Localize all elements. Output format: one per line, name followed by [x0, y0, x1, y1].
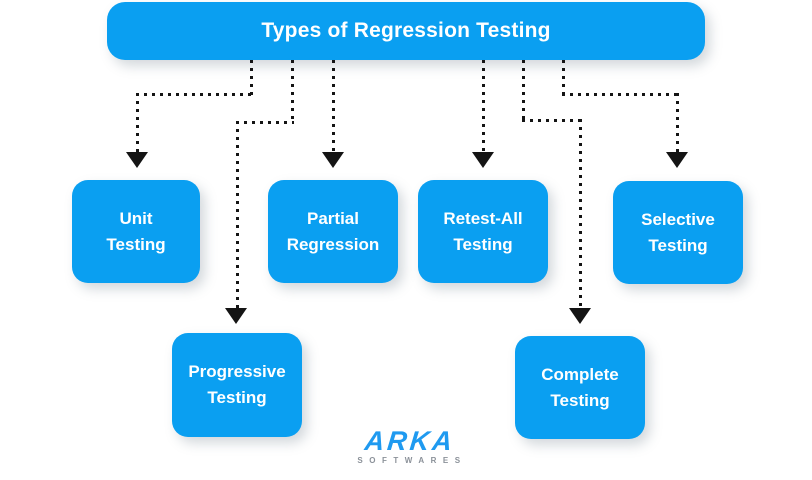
arrow-down-icon — [666, 152, 688, 168]
node-label: Progressive — [188, 362, 286, 381]
connector-retest-drop — [482, 60, 485, 153]
node-label: Testing — [453, 234, 513, 254]
node-label: Retest-All — [443, 208, 523, 228]
node-unit-testing: Unit Testing — [72, 180, 200, 283]
connector-unit-drop — [136, 93, 139, 153]
connector-unit-stub — [250, 60, 253, 96]
connector-progressive-drop — [236, 121, 239, 308]
connector-progressive-stub — [291, 60, 294, 124]
connector-partial-drop — [332, 60, 335, 153]
connector-selective-horizontal — [562, 93, 679, 96]
node-progressive-testing: Progressive Testing — [172, 333, 302, 437]
connector-complete-horizontal — [522, 119, 582, 122]
node-label: Selective — [641, 209, 715, 229]
connector-selective-drop — [676, 93, 679, 153]
logo-tagline-text: SOFTWARES — [357, 456, 467, 465]
node-label: Unit — [119, 208, 153, 228]
node-label: Testing — [648, 235, 708, 255]
arrow-down-icon — [126, 152, 148, 168]
arrow-down-icon — [472, 152, 494, 168]
connector-complete-drop — [579, 119, 582, 308]
node-label: Testing — [207, 388, 267, 407]
connector-complete-stub — [522, 60, 525, 122]
node-label: Testing — [550, 390, 610, 410]
title-box: Types of Regression Testing — [107, 2, 705, 60]
connector-unit-horizontal — [136, 93, 253, 96]
node-label: Testing — [106, 234, 166, 254]
node-retest-all-testing: Retest-All Testing — [418, 180, 548, 283]
node-partial-regression: Partial Regression — [268, 180, 398, 283]
arrow-down-icon — [322, 152, 344, 168]
diagram-title: Types of Regression Testing — [261, 19, 551, 42]
node-label: Complete — [541, 364, 619, 384]
connector-progressive-horizontal — [236, 121, 294, 124]
node-selective-testing: Selective Testing — [613, 181, 743, 284]
arka-softwares-logo: ARKA SOFTWARES — [340, 426, 480, 465]
logo-brand-text: ARKA — [363, 426, 457, 456]
node-label: Regression — [286, 234, 380, 254]
node-complete-testing: Complete Testing — [515, 336, 645, 439]
node-label: Partial — [307, 208, 359, 228]
arrow-down-icon — [569, 308, 591, 324]
arrow-down-icon — [225, 308, 247, 324]
connector-selective-stub — [562, 60, 565, 96]
